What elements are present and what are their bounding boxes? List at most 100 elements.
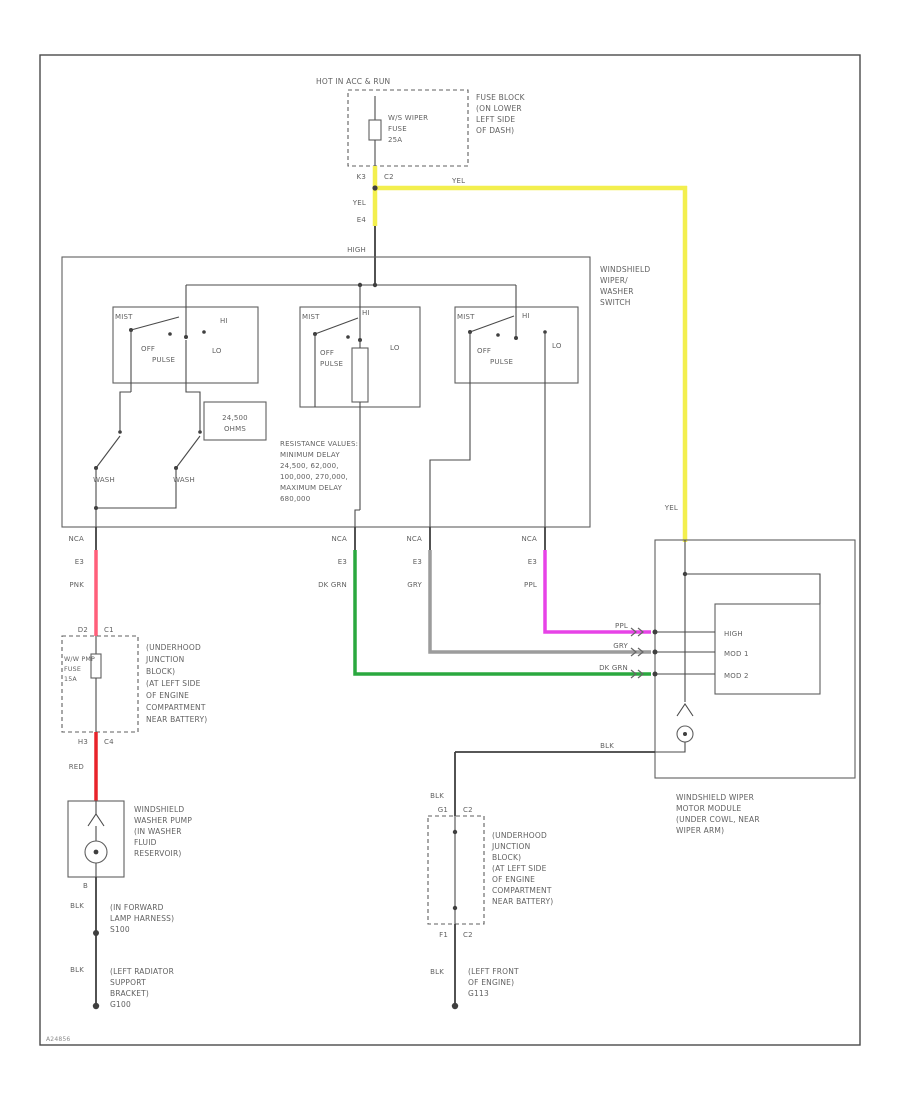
fuse-name: W/S WIPER <box>388 114 428 122</box>
wire-color-label: YEL <box>451 177 465 185</box>
contact-dot <box>184 335 188 339</box>
switch-arm <box>130 316 180 331</box>
fuse-word: FUSE <box>388 125 407 133</box>
wire-color-label: GRY <box>613 642 628 650</box>
pin-label: MOD 2 <box>724 672 749 680</box>
position-label: WASH <box>173 476 195 484</box>
junction-block-label: BLOCK) <box>146 667 175 676</box>
terminal-label: C2 <box>463 931 473 939</box>
gry-wire <box>428 550 651 654</box>
switch-arm <box>95 435 121 469</box>
junction-block-label: OF ENGINE <box>492 875 535 884</box>
position-label: HI <box>362 309 370 317</box>
junction-block-label: JUNCTION <box>491 842 530 851</box>
ground-label: (LEFT RADIATOR <box>110 967 174 976</box>
junction-dot <box>372 185 378 191</box>
pump-contact-symbol <box>87 813 105 827</box>
switch-label: WIPER/ <box>600 276 628 285</box>
wire-segment <box>96 468 177 509</box>
resistance-note: RESISTANCE VALUES: MINIMUM DELAY 24,500,… <box>280 440 358 503</box>
junction-block-label: (UNDERHOOD <box>146 643 201 652</box>
position-label: PULSE <box>490 358 513 366</box>
fuse-label: 15A <box>64 676 77 683</box>
wire-segment <box>655 742 686 753</box>
contact-dot <box>202 330 206 334</box>
wire-segment <box>429 332 471 527</box>
motor-label: MOTOR MODULE <box>676 804 741 813</box>
wire-color-label: YEL <box>352 199 366 207</box>
terminal-label: D2 <box>78 626 88 634</box>
pump-label: (IN WASHER <box>134 827 182 836</box>
position-label: WASH <box>93 476 115 484</box>
washer-pump-circuit: D2 C1 W/W PMP FUSE 15A (UNDERHOOD JUNCTI… <box>61 626 207 1010</box>
wire-color-label: DK GRN <box>318 581 347 589</box>
motor-contact-symbol <box>676 703 694 717</box>
junction-block-label: COMPARTMENT <box>146 703 206 712</box>
wire-segment <box>185 340 201 432</box>
junction-block-label: (AT LEFT SIDE <box>492 864 547 873</box>
wiper-washer-switch: WINDSHIELD WIPER/ WASHER SWITCH MIST HI … <box>61 256 650 528</box>
pump-label: WINDSHIELD <box>134 805 184 814</box>
doc-code: A24856 <box>46 1036 70 1043</box>
fuse-label: FUSE <box>64 666 81 673</box>
diagram-border <box>39 54 861 1046</box>
terminal-label: E3 <box>413 558 422 566</box>
position-label: MIST <box>302 313 320 321</box>
resistor-box <box>203 401 267 441</box>
wire-color-label: PNK <box>69 581 84 589</box>
fuse-label: W/W PMP <box>64 656 95 663</box>
motor-label: WIPER ARM) <box>676 826 724 835</box>
motor-label: WINDSHIELD WIPER <box>676 793 754 802</box>
junction-dot <box>452 829 458 835</box>
terminal-label: H3 <box>78 738 88 746</box>
pump-label: WASHER PUMP <box>134 816 192 825</box>
wiper-motor-module: HIGH MOD 1 MOD 2 WINDSHIELD WIPER MOTOR … <box>652 539 856 835</box>
position-label: LO <box>552 342 562 350</box>
resistor-value: 24,500 <box>222 414 248 422</box>
contact-dot <box>514 336 518 340</box>
terminal-label: E3 <box>528 558 537 566</box>
dkgrn-wire <box>353 550 651 676</box>
feed-label: HIGH <box>347 246 366 254</box>
terminal-label: E3 <box>75 558 84 566</box>
pin-label: MOD 1 <box>724 650 749 658</box>
terminal-label: E4 <box>357 216 367 224</box>
switch-label: WASHER <box>600 287 634 296</box>
wire-color-label: YEL <box>664 504 678 512</box>
terminal-label: C4 <box>104 738 114 746</box>
terminal-label: NCA <box>68 535 84 543</box>
note-line: 680,000 <box>280 495 310 503</box>
switch-section-2: MIST HI OFF PULSE LO <box>299 285 421 527</box>
position-label: LO <box>212 347 222 355</box>
splice-dot <box>93 930 99 936</box>
terminal-label: B <box>83 882 88 890</box>
wire-color-label: PPL <box>524 581 537 589</box>
note-line: RESISTANCE VALUES: <box>280 440 358 448</box>
ground-label: BRACKET) <box>110 989 149 998</box>
pump-motor-dot <box>93 849 99 855</box>
fuse-block-label: (ON LOWER <box>476 104 522 113</box>
terminal-label: NCA <box>331 535 347 543</box>
switch-outline <box>61 256 591 528</box>
fuse-symbol <box>368 119 382 141</box>
junction-dot <box>452 905 458 911</box>
fuse-amps: 25A <box>388 136 402 144</box>
ground-label: G100 <box>110 1000 131 1009</box>
motor-ground-circuit: BLK BLK G1 C2 (UNDERHOOD JUNCTION BLOCK)… <box>427 742 655 1010</box>
fuse-block-outline <box>347 89 469 167</box>
switch-arm <box>175 435 201 469</box>
ppl-wire <box>543 550 651 634</box>
ground-label: SUPPORT <box>110 978 146 987</box>
contact-dot <box>346 335 350 339</box>
contact-dot <box>168 332 172 336</box>
wash-switch: WASH WASH <box>93 340 202 527</box>
motor-symbol-dot <box>683 732 687 736</box>
fuse-block-label: OF DASH) <box>476 126 514 135</box>
wire-color-label: PPL <box>615 622 628 630</box>
wire-segment <box>354 509 360 527</box>
switch-label: SWITCH <box>600 298 631 307</box>
splice-label: (IN FORWARD <box>110 903 164 912</box>
resistor-unit: OHMS <box>224 425 246 433</box>
wire-color-label: RED <box>69 763 84 771</box>
